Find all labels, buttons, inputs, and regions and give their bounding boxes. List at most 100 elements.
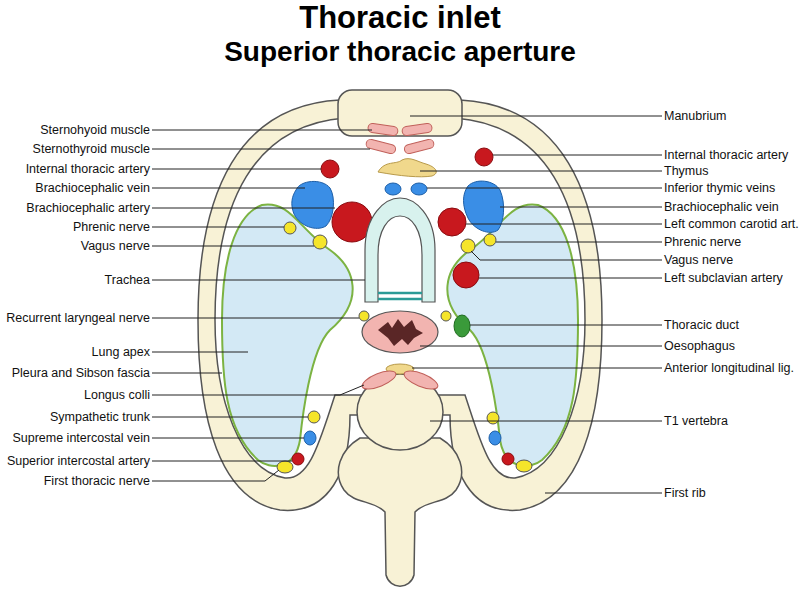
internal-thoracic-artery xyxy=(475,148,493,166)
first-thoracic-nerve xyxy=(516,460,532,472)
leader-line xyxy=(152,188,305,189)
left-lung xyxy=(222,204,353,466)
sympathetic-trunk xyxy=(487,412,499,424)
part-label: Vagus nerve xyxy=(81,238,150,254)
leader-line xyxy=(470,325,662,326)
supreme-intercostal-vein xyxy=(304,431,316,445)
manubrium xyxy=(338,90,462,136)
part-label: First thoracic nerve xyxy=(44,473,150,489)
leader-line xyxy=(152,208,335,209)
part-label: Superior intercostal artery xyxy=(7,453,150,469)
part-label: Manubrium xyxy=(664,108,727,124)
part-label: Anterior longitudinal lig. xyxy=(664,360,794,376)
part-label: Longus colli xyxy=(84,387,150,403)
leader-line xyxy=(152,352,248,353)
leader-line xyxy=(500,207,662,208)
part-label: Sternohyoid muscle xyxy=(40,122,150,138)
superior-intercostal-artery xyxy=(502,453,514,465)
phrenic-nerve xyxy=(484,234,496,246)
leader-line xyxy=(412,368,662,369)
leader-line xyxy=(493,155,662,156)
recurrent-laryngeal-nerve xyxy=(359,311,369,321)
part-label: Phrenic nerve xyxy=(664,234,741,250)
leader-line xyxy=(152,417,308,418)
brachiocephalic-vein xyxy=(464,181,504,232)
vagus-nerve xyxy=(313,235,327,249)
inferior-thymic-vein xyxy=(385,183,401,195)
diagram-subtitle: Superior thoracic aperture xyxy=(0,36,800,68)
trachealis xyxy=(378,292,422,295)
part-label: Brachiocephalic vein xyxy=(35,180,150,196)
left-subclavian-artery xyxy=(453,262,479,288)
part-label: T1 vertebra xyxy=(664,413,728,429)
sternohyoid xyxy=(402,123,433,136)
leader-line xyxy=(152,385,364,395)
leader-line xyxy=(152,169,321,170)
first-thoracic-nerve xyxy=(277,461,293,473)
part-label: Phrenic nerve xyxy=(73,219,150,235)
part-label: Sympathetic trunk xyxy=(50,409,150,425)
leader-line xyxy=(152,227,284,228)
part-label: Recurrent laryngeal nerve xyxy=(6,310,150,326)
leader-line xyxy=(420,171,662,172)
phrenic-nerve xyxy=(284,222,296,234)
part-label: Left subclavian artery xyxy=(664,270,783,286)
inferior-thymic-vein xyxy=(411,183,427,195)
leader-line xyxy=(427,188,662,189)
vagus-nerve xyxy=(461,239,475,253)
part-label: Internal thoracic artery xyxy=(664,147,788,163)
part-label: Oesophagus xyxy=(664,338,735,354)
leader-line xyxy=(152,246,314,247)
part-label: Inferior thymic veins xyxy=(664,180,775,196)
part-label: Internal thoracic artery xyxy=(26,161,150,177)
thoracic-duct xyxy=(454,315,470,337)
first-rib xyxy=(198,100,602,510)
strap-muscles xyxy=(365,123,435,155)
part-label: Thoracic duct xyxy=(664,317,739,333)
thoracic-cavity xyxy=(215,118,585,478)
supreme-intercostal-vein xyxy=(489,431,501,445)
leader-line xyxy=(152,130,372,131)
leader-line xyxy=(479,278,662,279)
sternothyroid xyxy=(365,138,396,154)
leader-line xyxy=(152,280,365,281)
part-label: Brachiocephalic vein xyxy=(664,199,779,215)
superior-intercostal-artery xyxy=(292,453,304,465)
leader-line xyxy=(545,493,662,494)
leader-line xyxy=(152,470,279,481)
diagram-title: Thoracic inlet xyxy=(0,0,800,36)
leader-line xyxy=(152,438,304,439)
leader-line xyxy=(420,346,662,347)
part-label: Trachea xyxy=(105,272,150,288)
leader-line xyxy=(471,251,662,260)
part-label: First rib xyxy=(664,485,706,501)
leader-line xyxy=(496,242,662,243)
part-label: Brachiocephalic artery xyxy=(26,200,150,216)
leader-line xyxy=(466,224,662,225)
thymus xyxy=(378,159,436,177)
leader-line xyxy=(430,421,662,422)
leader-line xyxy=(410,116,662,117)
internal-thoracic-artery xyxy=(321,160,339,178)
sternothyroid xyxy=(403,138,434,154)
part-label: Left common carotid art. xyxy=(664,216,799,232)
leader-line xyxy=(152,149,370,150)
recurrent-laryngeal-nerve xyxy=(441,311,451,321)
oesophagus xyxy=(362,311,438,353)
left-common-carotid xyxy=(438,208,466,236)
oesophagus-lumen xyxy=(378,319,423,346)
longus-colli xyxy=(360,367,398,393)
part-label: Sternothyroid muscle xyxy=(33,141,150,157)
part-label: Vagus nerve xyxy=(664,252,733,268)
leader-lines xyxy=(152,116,662,493)
part-label: Pleura and Sibson fascia xyxy=(12,365,150,381)
leader-line xyxy=(152,318,359,319)
part-label: Supreme intercostal vein xyxy=(12,430,150,446)
trachea-cartilage xyxy=(365,198,435,302)
right-lung xyxy=(447,204,578,466)
trachealis xyxy=(378,298,422,301)
part-label: Thymus xyxy=(664,163,708,179)
part-label: Lung apex xyxy=(92,344,150,360)
